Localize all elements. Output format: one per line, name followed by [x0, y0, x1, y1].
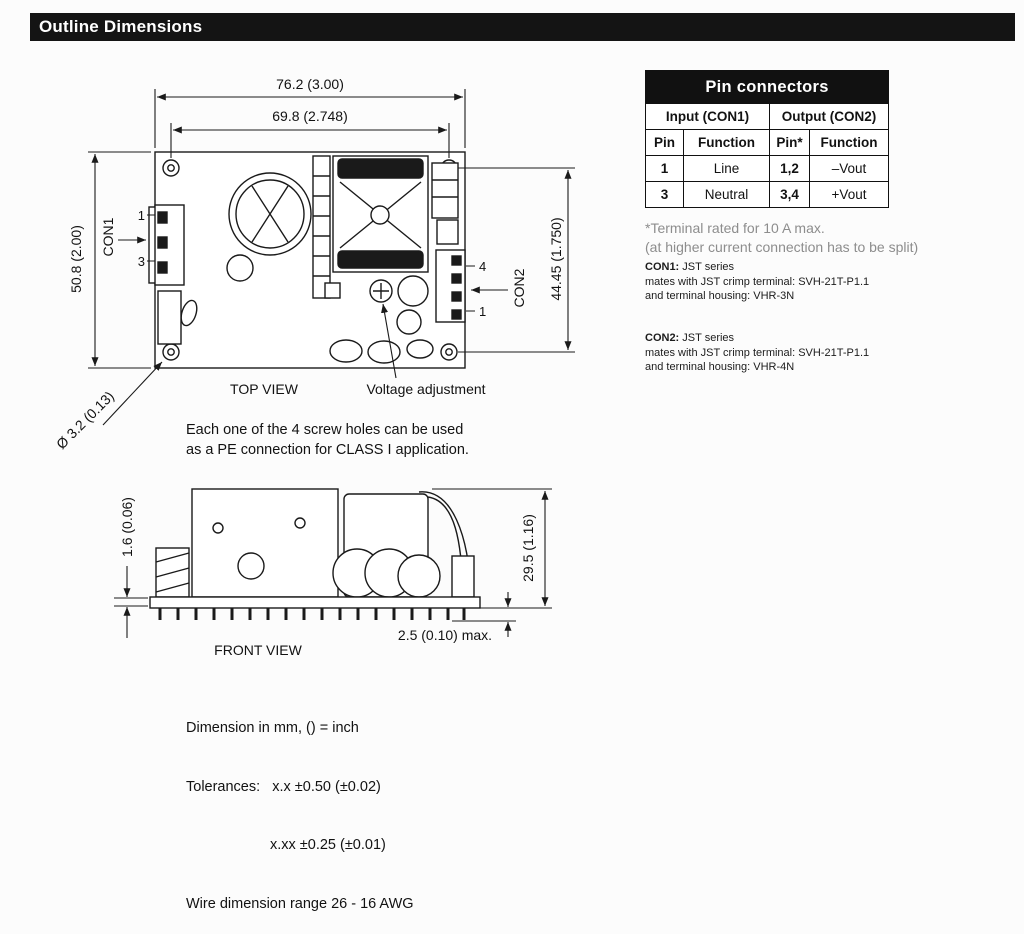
- cell-pin-out: 3,4: [769, 181, 810, 208]
- pin-table-title: Pin connectors: [644, 70, 890, 104]
- cell-pin-out: 1,2: [769, 155, 810, 182]
- heatsink: [312, 155, 331, 299]
- col-header-pin: Pin: [645, 129, 684, 156]
- through-hole-pins: [158, 608, 466, 620]
- con1-pin-1-label: 1: [138, 208, 145, 223]
- page-title-bar: Outline Dimensions: [30, 13, 1015, 41]
- con1-info-label: CON1:: [645, 261, 680, 273]
- pin-table-column-header-row: Pin Function Pin* Function: [645, 129, 890, 156]
- dim-board-thickness-label: 1.6 (0.06): [119, 497, 135, 557]
- footnote-tolerance-1: Tolerances: x.x ±0.50 (±0.02): [186, 778, 381, 795]
- terminal-note-line1: *Terminal rated for 10 A max.: [645, 220, 825, 236]
- top-view-board-drawing: [148, 151, 466, 369]
- pin-table-group-header-row: Input (CON1) Output (CON2): [645, 103, 890, 130]
- dim-height-right-label: 44.45 (1.750): [548, 217, 564, 301]
- dim-height-left-label: 50.8 (2.00): [68, 225, 84, 293]
- pin-table-row: 3 Neutral 3,4 +Vout: [645, 181, 890, 208]
- footnote-wire-range: Wire dimension range 26 - 16 AWG: [186, 895, 414, 912]
- front-view-dimension-lines: [114, 488, 552, 638]
- screw-hole-note-line1: Each one of the 4 screw holes can be use…: [186, 422, 464, 438]
- con1-info-line3: and terminal housing: VHR-3N: [645, 290, 795, 302]
- con1-pin-3-label: 3: [138, 254, 145, 269]
- input-con1-header: Input (CON1): [645, 103, 770, 130]
- terminal-rating-note: *Terminal rated for 10 A max. (at higher…: [645, 219, 918, 257]
- screw-hole-note-line2: as a PE connection for CLASS I applicati…: [186, 442, 469, 458]
- top-view-caption: TOP VIEW: [230, 381, 298, 397]
- con2-info-label: CON2:: [645, 332, 680, 344]
- pin-table-row: 1 Line 1,2 –Vout: [645, 155, 890, 182]
- con1-label: CON1: [100, 217, 116, 257]
- con2-info-line3: and terminal housing: VHR-4N: [645, 361, 795, 373]
- terminal-note-line2: (at higher current connection has to be …: [645, 239, 919, 255]
- front-view-caption: FRONT VIEW: [214, 642, 302, 658]
- cell-function: Line: [683, 155, 770, 182]
- screw-hole-leader-line: [102, 361, 163, 426]
- pcb-side-profile: [149, 596, 481, 609]
- pin-table-title-row: Pin connectors: [644, 70, 890, 104]
- voltage-adjust-arrow: [381, 303, 397, 379]
- dim-pin-max-label: 2.5 (0.10) max.: [397, 627, 493, 643]
- output-con2-header: Output (CON2): [768, 103, 890, 130]
- voltage-adjustment-label: Voltage adjustment: [366, 381, 486, 397]
- footnote-units: Dimension in mm, () = inch: [186, 720, 359, 736]
- con2-pin-4-label: 4: [479, 259, 486, 274]
- con2-info: CON2: JST series mates with JST crimp te…: [645, 331, 869, 375]
- footnote-tolerance-2: x.xx ±0.25 (±0.01): [270, 837, 386, 853]
- col-header-pin-out: Pin*: [769, 129, 810, 156]
- con2-label: CON2: [511, 268, 527, 308]
- con1-info-series: JST series: [679, 261, 735, 273]
- cell-function-out: –Vout: [808, 155, 890, 182]
- con2-info-line2: mates with JST crimp terminal: SVH-21T-P…: [645, 346, 870, 359]
- dim-width-outer-label: 76.2 (3.00): [276, 76, 344, 92]
- con1-info-line2: mates with JST crimp terminal: SVH-21T-P…: [645, 275, 870, 288]
- col-header-function-in: Function: [683, 129, 770, 156]
- cell-pin: 1: [645, 155, 684, 182]
- pin-connectors-table: Pin connectors Input (CON1) Output (CON2…: [644, 70, 890, 208]
- con2-pin-1-label: 1: [479, 304, 486, 319]
- page-title: Outline Dimensions: [39, 17, 203, 36]
- dimension-footnotes: Dimension in mm, () = inch Tolerances: x…: [186, 680, 414, 934]
- col-header-function-out: Function: [808, 129, 890, 156]
- dim-front-height-label: 29.5 (1.16): [520, 514, 536, 582]
- con2-info-series: JST series: [679, 332, 735, 344]
- top-view-dimension-lines: [88, 89, 575, 426]
- cell-function-out: +Vout: [808, 181, 890, 208]
- con1-info: CON1: JST series mates with JST crimp te…: [645, 260, 869, 304]
- dim-width-inner-label: 69.8 (2.748): [272, 108, 348, 124]
- con2-info-line1: CON2: JST series: [645, 331, 869, 346]
- con1-info-line1: CON1: JST series: [645, 260, 869, 275]
- screw-hole-note: Each one of the 4 screw holes can be use…: [186, 420, 469, 460]
- technical-drawings: 1 3 4 1: [88, 89, 575, 638]
- cell-pin: 3: [645, 181, 684, 208]
- cell-function: Neutral: [683, 181, 770, 208]
- front-view-board-drawing: [149, 488, 481, 620]
